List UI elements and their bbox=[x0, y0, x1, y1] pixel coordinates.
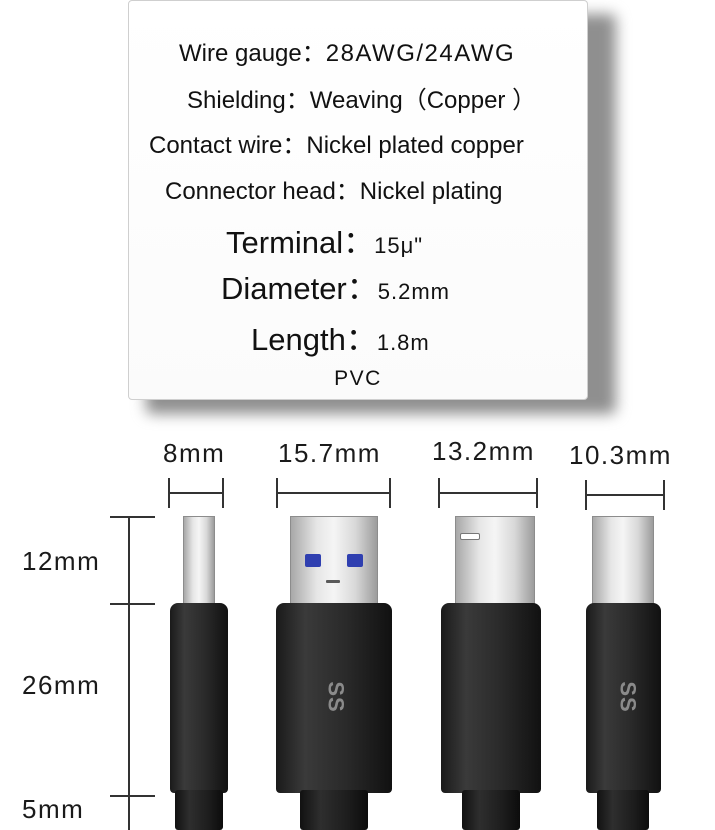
spec-label: Wire gauge： bbox=[179, 40, 326, 67]
blue-pin-icon bbox=[305, 554, 321, 567]
connector-metal-tip bbox=[183, 516, 215, 606]
connector-strain-relief bbox=[462, 790, 520, 830]
spec-contact-wire: Contact wire：Nickel plated copper bbox=[149, 125, 524, 160]
width-bracket-1 bbox=[168, 478, 224, 508]
connector-body bbox=[441, 603, 541, 793]
height-label-2: 26mm bbox=[22, 670, 101, 700]
material-label: PVC bbox=[334, 367, 382, 390]
spec-shielding: Shielding：Weaving（Copper ） bbox=[187, 80, 536, 115]
blue-pin-icon bbox=[347, 554, 363, 567]
connector-metal-tip bbox=[290, 516, 378, 606]
height-dimension-line bbox=[128, 516, 130, 830]
width-label-1: 8mm bbox=[163, 438, 226, 468]
spec-connector-head: Connector head：Nickel plating bbox=[165, 171, 503, 206]
connector-metal-tip bbox=[592, 516, 654, 606]
spec-value: 15μ" bbox=[374, 233, 424, 258]
width-label-4: 10.3mm bbox=[569, 440, 672, 470]
width-label-2: 15.7mm bbox=[278, 438, 381, 468]
height-tick-1 bbox=[110, 603, 155, 605]
spec-label: Terminal： bbox=[226, 225, 375, 260]
contact-slot bbox=[460, 533, 480, 540]
connector-body bbox=[586, 603, 661, 793]
height-tick-top bbox=[110, 516, 155, 518]
width-label-3: 13.2mm bbox=[432, 436, 535, 466]
contact-slot bbox=[326, 580, 340, 583]
usb-ss-logo-icon: SS bbox=[615, 681, 641, 713]
connector-body bbox=[276, 603, 392, 793]
spec-card: Wire gauge：28AWG/24AWG Shielding：Weaving… bbox=[128, 0, 588, 400]
width-bracket-4 bbox=[585, 480, 665, 510]
connector-metal-tip bbox=[455, 516, 535, 606]
connector-strain-relief bbox=[175, 790, 223, 830]
spec-value: 5.2mm bbox=[377, 279, 451, 304]
spec-value: Weaving（Copper ） bbox=[309, 87, 537, 114]
usb-ss-logo-icon: SS bbox=[323, 681, 349, 713]
spec-value: 28AWG/24AWG bbox=[325, 40, 516, 67]
connector-body bbox=[170, 603, 228, 793]
height-tick-2 bbox=[110, 795, 155, 797]
connector-strain-relief bbox=[597, 790, 649, 830]
spec-value: 1.8m bbox=[376, 330, 430, 355]
spec-value: Nickel plated copper bbox=[306, 132, 524, 159]
spec-label: Contact wire： bbox=[149, 132, 307, 159]
spec-label: Diameter： bbox=[221, 271, 378, 306]
spec-value: Nickel plating bbox=[359, 178, 503, 205]
width-bracket-2 bbox=[276, 478, 391, 508]
connector-strain-relief bbox=[300, 790, 368, 830]
height-label-1: 12mm bbox=[22, 546, 101, 576]
spec-wire-gauge: Wire gauge：28AWG/24AWG bbox=[179, 33, 515, 68]
spec-terminal: Terminal：15μ" bbox=[226, 217, 423, 262]
spec-label: Connector head： bbox=[165, 178, 360, 205]
height-label-3: 5mm bbox=[22, 794, 85, 824]
spec-length: Length：1.8m bbox=[251, 314, 430, 359]
spec-diameter: Diameter：5.2mm bbox=[221, 263, 450, 308]
width-bracket-3 bbox=[438, 478, 538, 508]
spec-label: Length： bbox=[251, 322, 377, 357]
spec-label: Shielding： bbox=[187, 87, 310, 114]
